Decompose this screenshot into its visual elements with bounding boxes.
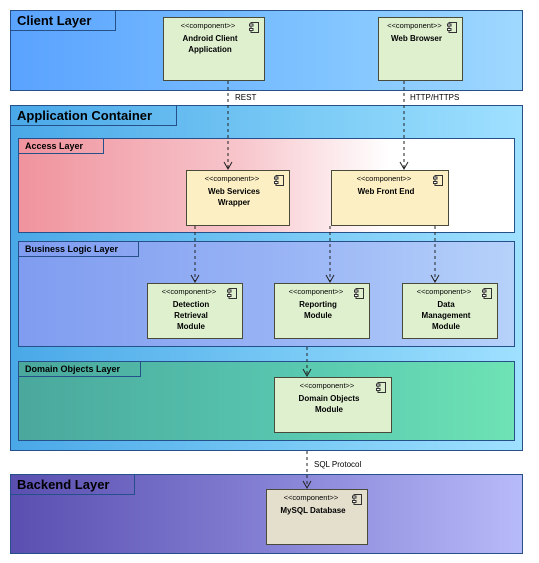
component-icon — [447, 22, 457, 33]
component-name: Data Management Module — [421, 300, 471, 331]
component-name: Web Front End — [357, 187, 415, 196]
stereotype: <<component>> — [299, 381, 355, 390]
arrowhead — [302, 480, 312, 490]
sql-protocol-label: SQL Protocol — [314, 460, 362, 469]
client-layer-title: Client Layer — [11, 11, 117, 31]
component-name: Detection Retrieval Module — [172, 300, 210, 331]
reporting-module-component: <<component>> Reporting Module — [274, 283, 370, 339]
component-name: Web Services Wrapper — [208, 187, 260, 207]
backend-layer-title: Backend Layer — [11, 475, 135, 495]
component-name: Reporting Module — [299, 300, 337, 320]
arrowhead — [190, 274, 200, 284]
component-icon — [354, 288, 364, 299]
business-logic-layer-title: Business Logic Layer — [19, 242, 140, 257]
stereotype: <<component>> — [283, 493, 339, 502]
arrowhead — [399, 161, 409, 171]
domain-objects-module-component: <<component>> Domain Objects Module — [274, 377, 392, 433]
component-name: Domain Objects Module — [298, 394, 360, 414]
detection-retrieval-module-component: <<component>> Detection Retrieval Module — [147, 283, 243, 339]
web-browser-component: <<component>> Web Browser — [378, 17, 463, 81]
component-icon — [352, 494, 362, 505]
access-layer-title: Access Layer — [19, 139, 105, 154]
component-name: MySQL Database — [280, 506, 346, 515]
stereotype: <<component>> — [288, 287, 344, 296]
component-icon — [433, 175, 443, 186]
application-container-title: Application Container — [11, 106, 178, 126]
domain-objects-layer-title: Domain Objects Layer — [19, 362, 142, 377]
http-label: HTTP/HTTPS — [410, 93, 460, 102]
component-icon — [227, 288, 237, 299]
rest-label: REST — [235, 93, 257, 102]
component-icon — [274, 175, 284, 186]
web-front-end-component: <<component>> Web Front End — [331, 170, 449, 226]
arrowhead — [430, 274, 440, 284]
arrowhead — [325, 274, 335, 284]
stereotype: <<component>> — [356, 174, 412, 183]
data-management-module-component: <<component>> Data Management Module — [402, 283, 498, 339]
stereotype: <<component>> — [387, 21, 442, 30]
web-services-wrapper-component: <<component>> Web Services Wrapper — [186, 170, 290, 226]
arrowhead — [302, 368, 312, 378]
stereotype: <<component>> — [416, 287, 472, 296]
arrowhead — [223, 161, 233, 171]
stereotype: <<component>> — [180, 21, 236, 30]
mysql-database-component: <<component>> MySQL Database — [266, 489, 368, 545]
component-icon — [376, 382, 386, 393]
component-name: Web Browser — [391, 34, 442, 43]
domain-objects-layer: Domain Objects Layer — [18, 361, 515, 441]
android-client-component: <<component>> Android Client Application — [163, 17, 265, 81]
stereotype: <<component>> — [204, 174, 260, 183]
stereotype: <<component>> — [161, 287, 217, 296]
component-icon — [482, 288, 492, 299]
component-name: Android Client Application — [182, 34, 238, 54]
component-icon — [249, 22, 259, 33]
